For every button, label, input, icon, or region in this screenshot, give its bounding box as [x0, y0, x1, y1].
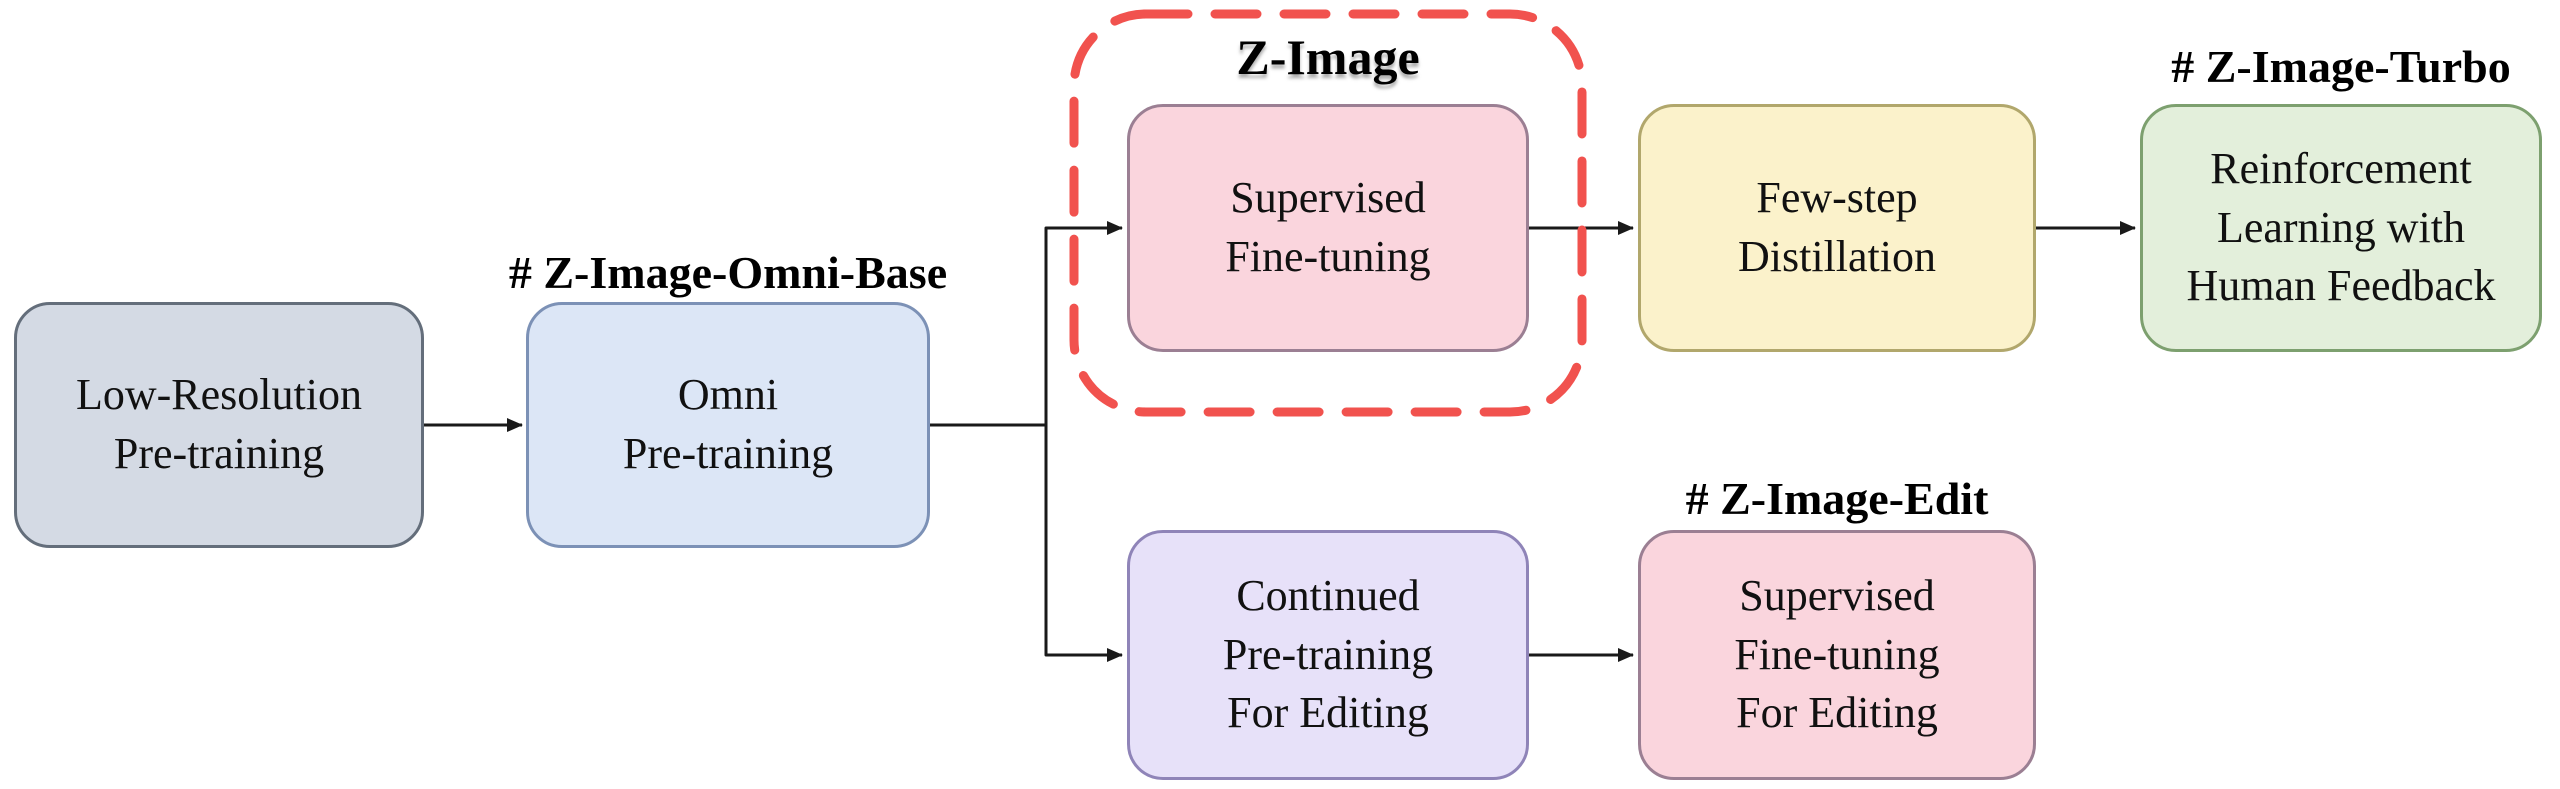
arrow-omni-to-sft: [930, 221, 1123, 427]
caption-z-image: Z-Image: [1236, 29, 1420, 85]
node-low-resolution-pretraining-label: Low-Resolution Pre-training: [76, 370, 362, 478]
caption-z-image-edit: # Z-Image-Edit: [1685, 473, 1989, 524]
node-continued-pretraining-editing-label: Continued Pre-training For Editing: [1222, 571, 1434, 738]
caption-z-image-omni-base: # Z-Image-Omni-Base: [508, 247, 948, 298]
node-omni-pretraining-label: Omni Pre-training: [622, 370, 834, 478]
node-rlhf: Reinforcement Learning with Human Feedba…: [2140, 104, 2542, 352]
node-fewstep-distillation-label: Few-step Distillation: [1738, 173, 1936, 281]
node-low-resolution-pretraining: Low-Resolution Pre-training: [14, 302, 424, 548]
node-supervised-finetuning-label: Supervised Fine-tuning: [1225, 173, 1431, 281]
node-fewstep-distillation: Few-step Distillation: [1638, 104, 2036, 352]
node-continued-pretraining-editing: Continued Pre-training For Editing: [1127, 530, 1529, 780]
node-supervised-finetuning: Supervised Fine-tuning: [1127, 104, 1529, 352]
caption-z-image-turbo: # Z-Image-Turbo: [2171, 41, 2511, 92]
node-supervised-finetuning-editing-label: Supervised Fine-tuning For Editing: [1734, 571, 1940, 738]
node-rlhf-label: Reinforcement Learning with Human Feedba…: [2186, 144, 2496, 311]
node-omni-pretraining: Omni Pre-training: [526, 302, 930, 548]
z-image-highlight-outline: [1069, 9, 1587, 417]
arrow-omni-to-continued: [1044, 425, 1123, 662]
node-supervised-finetuning-editing: Supervised Fine-tuning For Editing: [1638, 530, 2036, 780]
